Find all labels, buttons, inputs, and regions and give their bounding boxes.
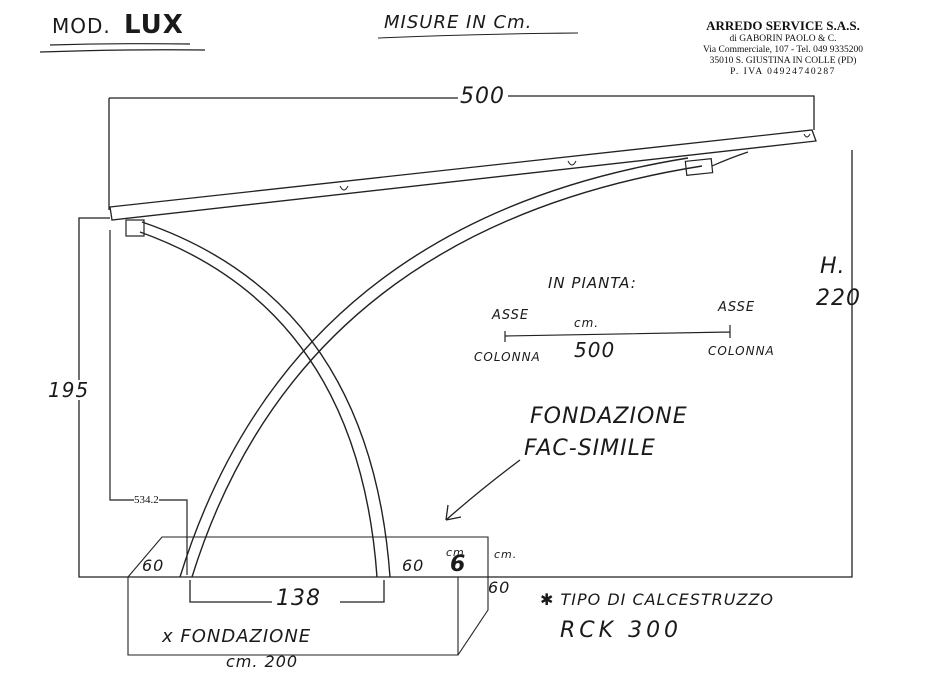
- foundation-width-line2: cm. 200: [226, 652, 299, 671]
- inner-height-label: 534.2: [134, 494, 159, 506]
- right-bracket-tail: [711, 151, 749, 167]
- model-underline: [39, 43, 206, 53]
- base-spacing-label: 138: [276, 586, 321, 611]
- column-size-label: 6: [450, 552, 467, 577]
- base-left-label: 60: [142, 556, 165, 575]
- plan-right-bottom: COLONNA: [708, 344, 775, 358]
- plan-axis-line: [504, 325, 731, 342]
- column-unit-top: cm: [446, 546, 465, 559]
- arch-left-to-right: [139, 221, 391, 578]
- concrete-note-line1: ✱ TIPO DI CALCESTRUZZO: [540, 590, 775, 609]
- left-bracket: [125, 219, 145, 237]
- company-address: Via Commerciale, 107 - Tel. 049 9335200: [702, 45, 864, 55]
- width-dimension-line: [109, 95, 815, 130]
- base-dimension-line: [189, 580, 385, 603]
- units-underline: [377, 32, 579, 39]
- height-value: 220: [816, 286, 861, 311]
- units-note: MISURE IN Cm.: [384, 12, 533, 33]
- company-stamp: ARREDO SERVICE S.A.S. di GABORIN PAOLO &…: [688, 18, 878, 77]
- plan-left-bottom: COLONNA: [474, 350, 541, 364]
- inner-height-line: [109, 230, 188, 575]
- height-prefix: H.: [820, 254, 846, 279]
- depth-label: 60: [488, 578, 511, 597]
- side-height-label: 195: [48, 378, 90, 402]
- plan-left-top: ASSE: [492, 308, 530, 323]
- frame-outline: [78, 150, 853, 578]
- plan-right-top: ASSE: [718, 300, 756, 315]
- concrete-note-line2: RCK 300: [560, 618, 683, 643]
- plan-unit: cm.: [574, 316, 600, 330]
- model-name: LUX: [124, 10, 184, 40]
- plan-distance: 500: [574, 338, 616, 362]
- plan-title: IN PIANTA:: [548, 274, 637, 292]
- foundation-width-line1: x FONDAZIONE: [162, 626, 312, 647]
- model-prefix: MOD.: [52, 14, 111, 38]
- company-name: ARREDO SERVICE S.A.S.: [706, 18, 860, 33]
- column-unit-side: cm.: [494, 548, 518, 561]
- foundation-label-line1: FONDAZIONE: [530, 404, 688, 429]
- foundation-arrow: [445, 459, 521, 521]
- company-owner: di GABORIN PAOLO & C.: [729, 34, 837, 44]
- arch-right-to-left: [179, 157, 703, 578]
- base-right-label: 60: [402, 556, 425, 575]
- company-vat: P. IVA 04924740287: [730, 67, 836, 77]
- width-label: 500: [460, 84, 505, 109]
- top-beam: [109, 129, 817, 221]
- beam-hooks: [339, 133, 811, 191]
- company-city: 35010 S. GIUSTINA IN COLLE (PD): [709, 56, 857, 66]
- foundation-label-line2: FAC-SIMILE: [524, 436, 656, 461]
